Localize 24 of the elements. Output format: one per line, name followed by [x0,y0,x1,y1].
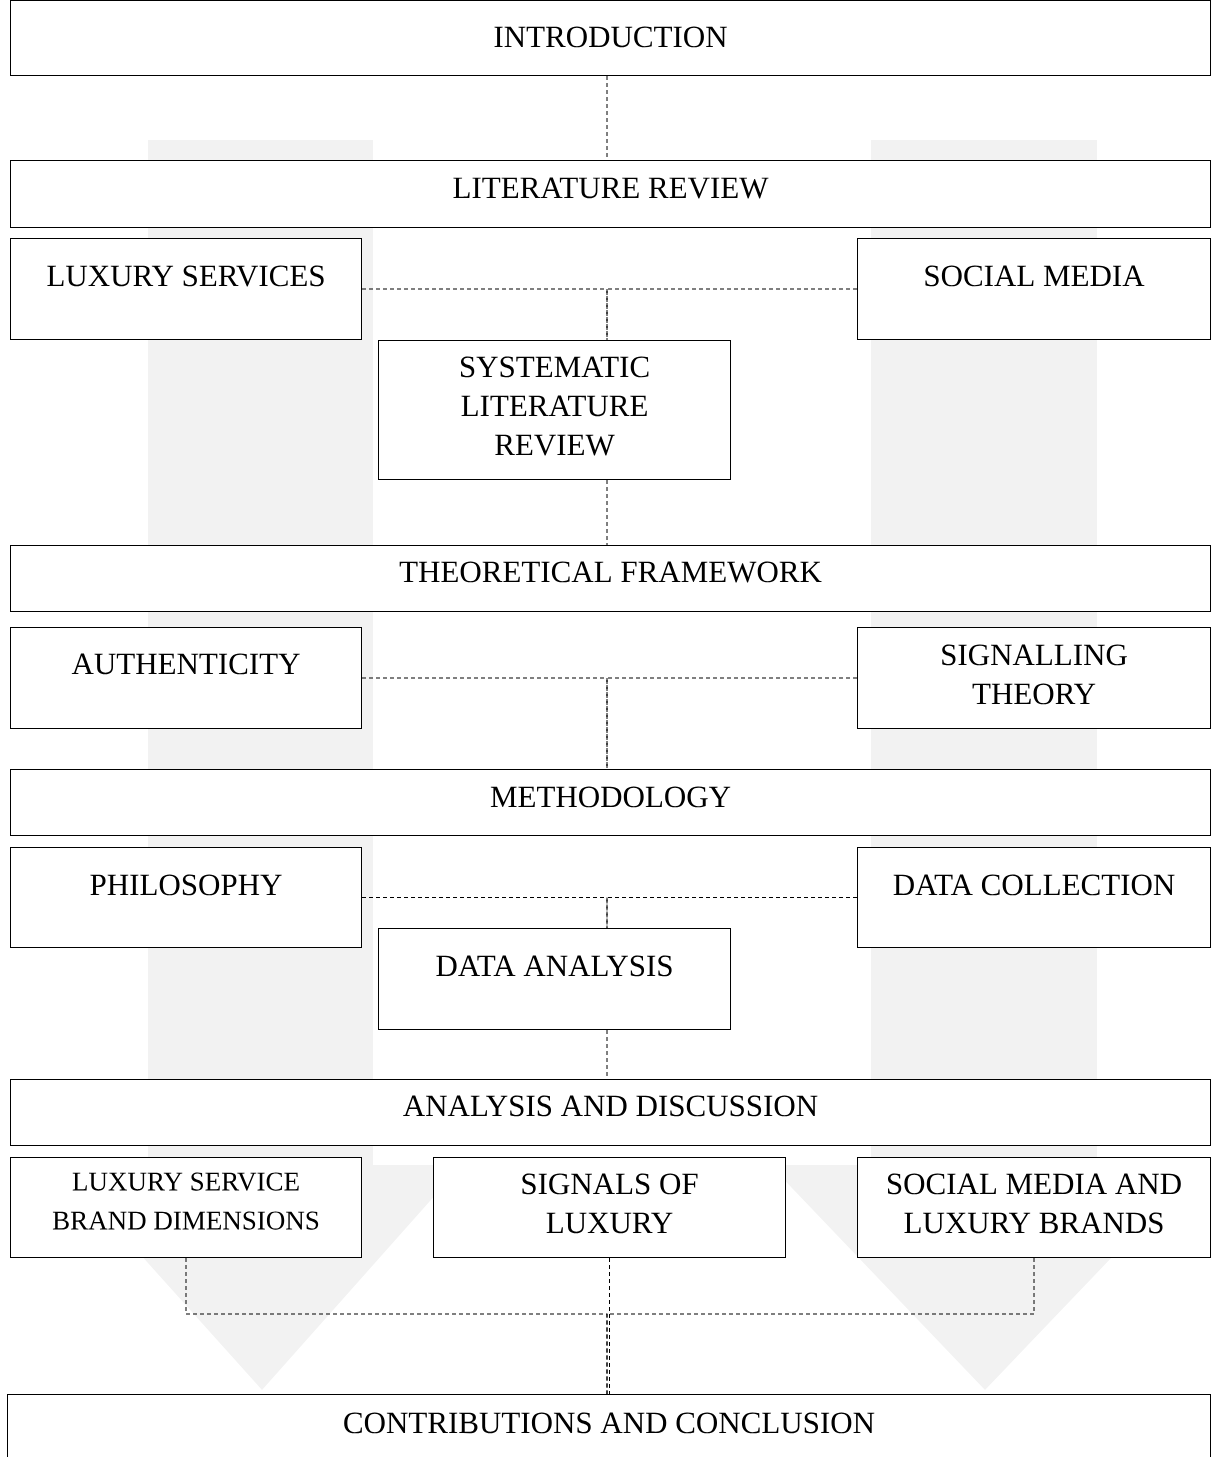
process-box: ANALYSIS AND DISCUSSION [10,1079,1211,1146]
process-box: THEORETICAL FRAMEWORK [10,545,1211,612]
process-box: CONTRIBUTIONS AND CONCLUSION [7,1394,1211,1457]
dashed-connector [606,677,858,770]
process-box: SIGNALLING THEORY [857,627,1211,729]
process-box: SYSTEMATIC LITERATURE REVIEW [378,340,731,480]
process-box: INTRODUCTION [10,0,1211,76]
process-box: LUXURY SERVICES [10,238,362,340]
dashed-connector [609,1257,610,1395]
dashed-connector [361,288,608,341]
process-box: PHILOSOPHY [10,847,362,948]
process-box: SIGNALS OF LUXURY [433,1157,786,1258]
dashed-connector [606,897,858,929]
process-box: SOCIAL MEDIA AND LUXURY BRANDS [857,1157,1211,1258]
process-box: AUTHENTICITY [10,627,362,729]
dashed-connector [361,897,608,929]
process-box: METHODOLOGY [10,769,1211,836]
process-box: LITERATURE REVIEW [10,160,1211,228]
process-box: DATA COLLECTION [857,847,1211,948]
dashed-connector [606,479,608,546]
process-box: LUXURY SERVICE BRAND DIMENSIONS [10,1157,362,1258]
dashed-connector [606,1257,1035,1395]
process-box: DATA ANALYSIS [378,928,731,1030]
process-box: SOCIAL MEDIA [857,238,1211,340]
